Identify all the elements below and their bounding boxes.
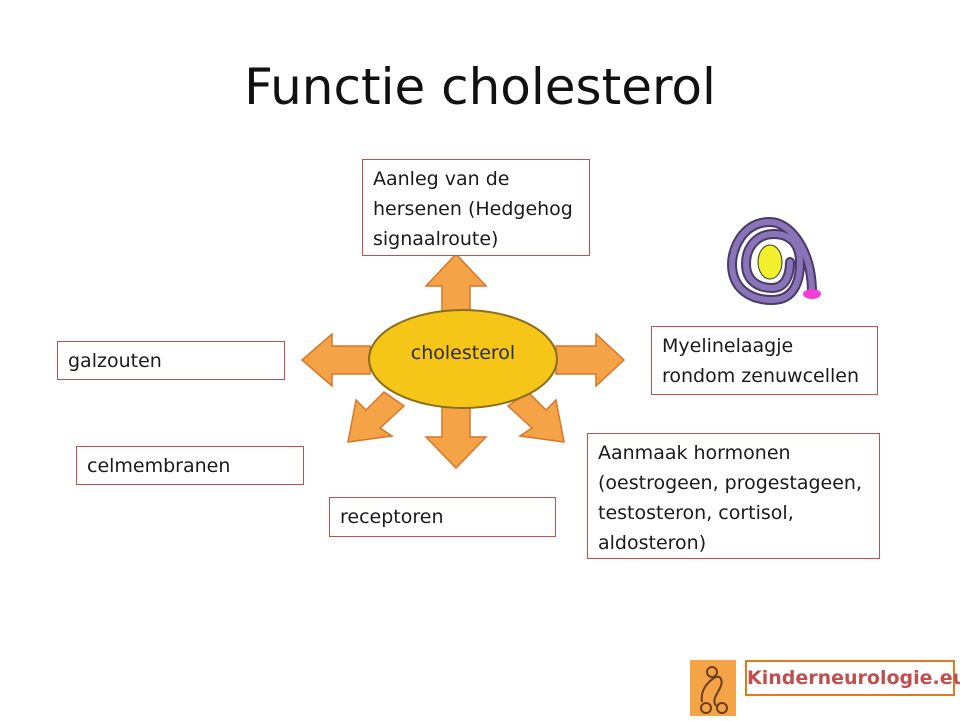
arrow-down-right (506, 391, 565, 443)
box-hormonen: Aanmaak hormonen (oestrogeen, progestage… (587, 433, 880, 559)
myelin-spiral-icon (726, 216, 821, 306)
arrow-left (300, 332, 371, 388)
slide-title: Functie cholesterol (244, 58, 716, 116)
logo-figure-icon (690, 660, 736, 716)
arrow-down-left (347, 391, 406, 443)
box-galzouten: galzouten (57, 341, 285, 380)
box-receptoren: receptoren (329, 497, 556, 537)
box-celmembranen: celmembranen (76, 446, 304, 485)
logo-text: Kinderneurologie.eu (745, 660, 960, 696)
arrow-right (555, 332, 626, 388)
cholesterol-label: cholesterol (410, 342, 516, 364)
arrow-down (424, 403, 488, 470)
cholesterol-ellipse (368, 309, 558, 409)
box-hedgehog: Aanleg van de hersenen (Hedgehog signaal… (362, 159, 590, 256)
box-myelin: Myelinelaagje rondom zenuwcellen (651, 326, 878, 395)
